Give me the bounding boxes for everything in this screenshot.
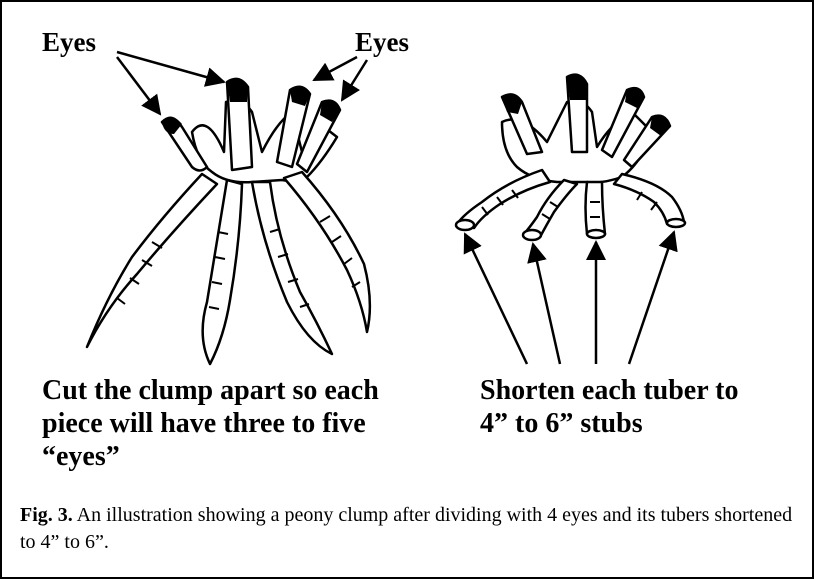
caption-shorten-tuber: Shorten each tuber to 4” to 6” stubs xyxy=(480,374,810,440)
eyes-label-right: Eyes xyxy=(355,29,409,56)
eyes-label-left: Eyes xyxy=(42,29,96,56)
arrow-stub-2 xyxy=(533,244,560,364)
stub-arrows xyxy=(465,232,674,364)
arrow-stub-4 xyxy=(629,232,674,364)
stub-3 xyxy=(586,182,606,234)
arrow-eye-3 xyxy=(314,57,357,80)
stub-4 xyxy=(614,174,684,224)
figure-label: Fig. 3. xyxy=(20,504,73,526)
arrow-stub-1 xyxy=(465,234,527,364)
left-clump xyxy=(87,79,370,364)
stub-4-cut xyxy=(667,219,685,227)
figure-caption: Fig. 3. An illustration showing a peony … xyxy=(20,502,800,556)
caption-cut-clump: Cut the clump apart so each piece will h… xyxy=(42,374,442,473)
figure-caption-text: An illustration showing a peony clump af… xyxy=(20,504,792,553)
stub-2-cut xyxy=(523,230,541,240)
stub-1-cut xyxy=(456,220,474,230)
tuber-2 xyxy=(203,180,242,364)
stub-3-cut xyxy=(587,230,605,238)
arrow-eye-1 xyxy=(117,57,160,114)
tuber-1 xyxy=(87,174,217,347)
arrow-eye-4 xyxy=(342,60,367,100)
